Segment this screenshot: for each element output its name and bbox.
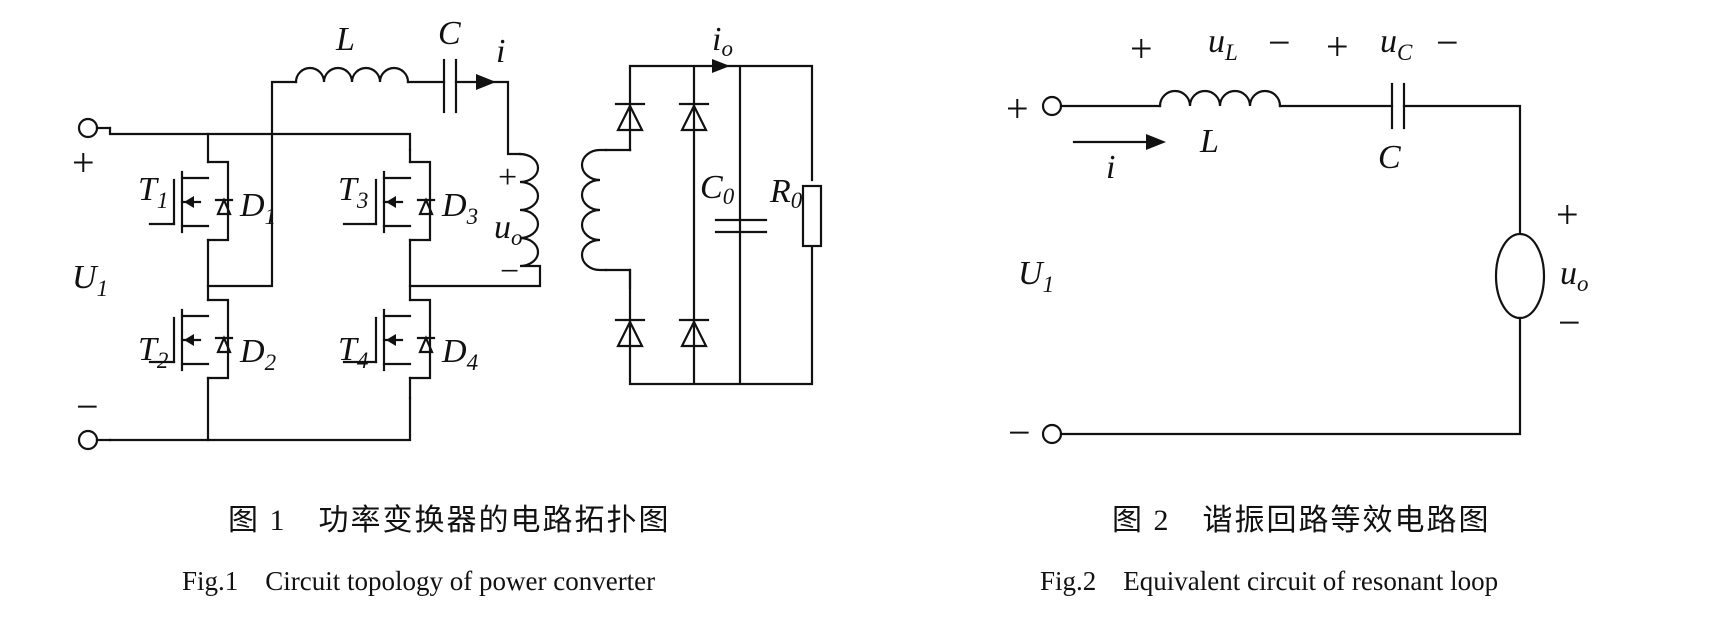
fig2-label-c: C (1378, 139, 1401, 176)
fig1-label-uo: uo (494, 209, 523, 250)
fig1-label-c: C (438, 15, 461, 52)
resonant-branch-wire (206, 80, 298, 288)
input-terminal-positive (77, 117, 99, 139)
fig1-label-r0: R0 (769, 173, 803, 213)
fig1-minus-sign: − (76, 384, 99, 429)
current-arrow-io (712, 59, 730, 73)
fig2-label-uC: uC (1380, 23, 1413, 65)
fig1-label-t4: T4 (338, 331, 368, 373)
fig1-label-t1: T1 (138, 171, 168, 213)
fig1-label-d3: D3 (441, 187, 478, 229)
fig1-label-l: L (335, 21, 355, 58)
rectifier-diode-1 (614, 102, 646, 132)
fig1-caption-cn: 图 1 功率变换器的电路拓扑图 (228, 504, 671, 537)
current-arrow-i (476, 74, 496, 90)
fig1-label-c0: C0 (700, 169, 735, 209)
fig1-uo-minus: − (500, 253, 519, 290)
fig2-voltage-source-uo (1494, 232, 1546, 320)
fig1-plus-sign: + (72, 140, 95, 185)
fig1-label-d2: D2 (239, 333, 276, 375)
fig1-label-i: i (496, 33, 505, 70)
dc-positive-rail (108, 126, 412, 152)
inductor-l (294, 66, 410, 84)
figure-2-circuit (1041, 82, 1546, 445)
fig2-inductor-l (1158, 89, 1282, 108)
fig2-uo-plus: + (1556, 192, 1579, 237)
fig1-label-t2: T2 (138, 331, 168, 373)
input-terminal-negative (77, 429, 99, 451)
fig2-input-minus: − (1008, 410, 1031, 455)
fig2-label-uo: uo (1560, 255, 1589, 296)
transformer-return-wire (408, 266, 542, 288)
fig2-label-u1: U1 (1018, 255, 1054, 297)
switch-t1 (148, 170, 234, 234)
fig1-label-d1: D1 (239, 187, 276, 229)
fig1-label-t3: T3 (338, 171, 368, 213)
rectifier-diode-4 (678, 318, 710, 348)
fig2-label-i: i (1106, 149, 1115, 186)
fig2-caption-en: Fig.2 Equivalent circuit of resonant loo… (1040, 566, 1498, 596)
transformer-secondary (580, 148, 608, 272)
fig2-input-plus: + (1006, 86, 1029, 131)
rectifier-diode-3 (614, 318, 646, 348)
switch-t3 (342, 170, 436, 234)
fig2-terminal-negative (1041, 423, 1063, 445)
fig2-uC-minus: − (1436, 20, 1459, 65)
capacitor-c (442, 58, 458, 114)
fig2-terminal-positive (1041, 95, 1063, 117)
fig2-uL-minus: − (1268, 20, 1291, 65)
switch-t2 (148, 308, 234, 372)
fig2-label-l: L (1199, 123, 1219, 160)
capacitor-c0 (714, 218, 768, 234)
fig2-uC-plus: + (1326, 24, 1349, 69)
fig1-uo-plus: + (498, 159, 517, 196)
fig1-label-io: io (712, 21, 733, 61)
fig2-capacitor-c (1390, 82, 1406, 130)
fig2-caption-cn: 图 2 谐振回路等效电路图 (1112, 504, 1491, 537)
transformer-primary (518, 152, 542, 268)
dc-negative-rail (108, 396, 412, 442)
fig1-label-d4: D4 (441, 333, 478, 375)
switch-t4 (342, 308, 436, 372)
resistor-r0 (801, 184, 823, 248)
fig2-uo-minus: − (1558, 300, 1581, 345)
fig2-label-uL: uL (1208, 23, 1238, 65)
fig2-uL-plus: + (1130, 26, 1153, 71)
figure-1-circuit (77, 58, 823, 451)
fig1-caption-en: Fig.1 Circuit topology of power converte… (182, 566, 655, 596)
rectifier-diode-2 (678, 102, 710, 132)
fig1-label-u1: U1 (72, 259, 108, 301)
rectifier-frame (628, 64, 814, 386)
